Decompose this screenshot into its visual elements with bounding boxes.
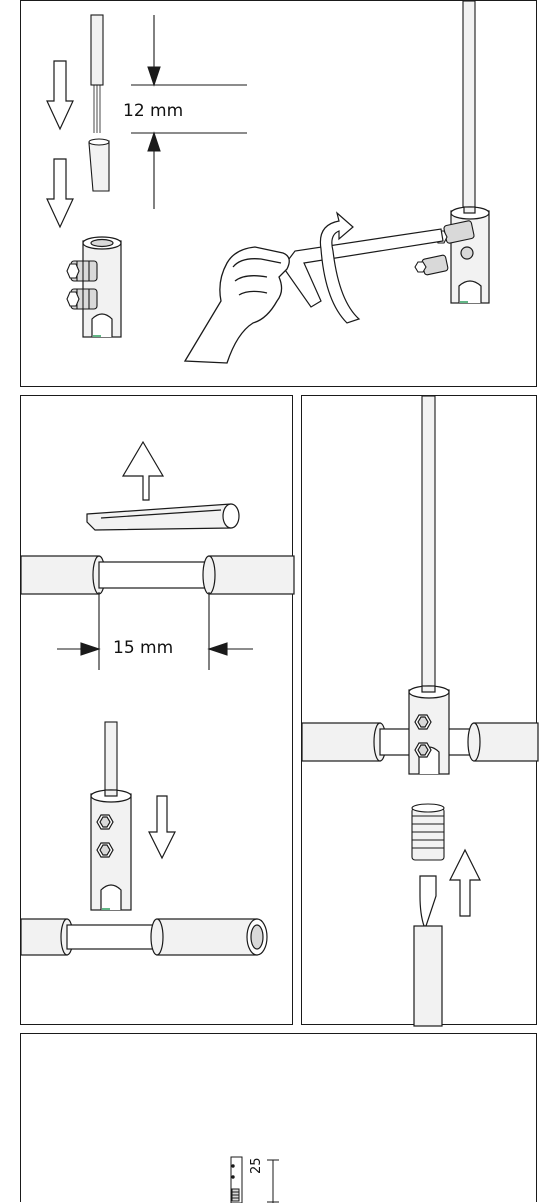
- threaded-insert-icon: [411, 803, 445, 861]
- panel-middle-right-drawing: [301, 395, 539, 1027]
- cable-stripped: [90, 14, 104, 133]
- rotation-arrow-icon: [319, 211, 361, 324]
- panel-top-drawing: [46, 0, 490, 364]
- grub-screw-icon: [414, 254, 449, 276]
- dimension-label-25: 25: [249, 1157, 264, 1174]
- panel-middle-left: 15 mm: [20, 395, 295, 1025]
- cable-vertical: [421, 395, 436, 693]
- panel-top: 12 mm: [20, 0, 537, 387]
- grub-screw-icon: [66, 288, 98, 310]
- ferrule: [88, 138, 110, 192]
- down-arrow-icon: [46, 158, 74, 229]
- cable-horizontal: [20, 918, 268, 956]
- cable-vertical: [462, 0, 476, 214]
- connector-body: [82, 236, 122, 338]
- up-arrow-icon: [449, 848, 481, 917]
- dimension-15mm: [57, 592, 253, 670]
- dimension-25: [267, 1159, 279, 1203]
- insulation-sleeve: [86, 503, 240, 531]
- hand-icon: [183, 246, 290, 364]
- down-arrow-icon: [46, 60, 74, 131]
- cable-vertical: [104, 721, 118, 799]
- panel-bottom-drawing: [230, 1156, 279, 1203]
- connector-side-view: [230, 1156, 243, 1203]
- panel-middle-right: [301, 395, 539, 1027]
- screwdriver-icon: [413, 875, 443, 1027]
- connector-body: [408, 685, 450, 775]
- cable-horizontal: [301, 722, 539, 762]
- up-arrow-icon: [121, 440, 165, 501]
- down-arrow-icon: [148, 795, 176, 860]
- panel-middle-left-drawing: [20, 440, 295, 956]
- grub-screw-icon: [66, 260, 98, 282]
- dimension-12mm: [131, 15, 247, 209]
- cable-horizontal: [20, 555, 295, 595]
- connector-body: [90, 789, 132, 911]
- dimension-label-12mm: 12 mm: [123, 101, 184, 121]
- panel-bottom: 25: [20, 1033, 537, 1203]
- dimension-label-15mm: 15 mm: [113, 638, 174, 658]
